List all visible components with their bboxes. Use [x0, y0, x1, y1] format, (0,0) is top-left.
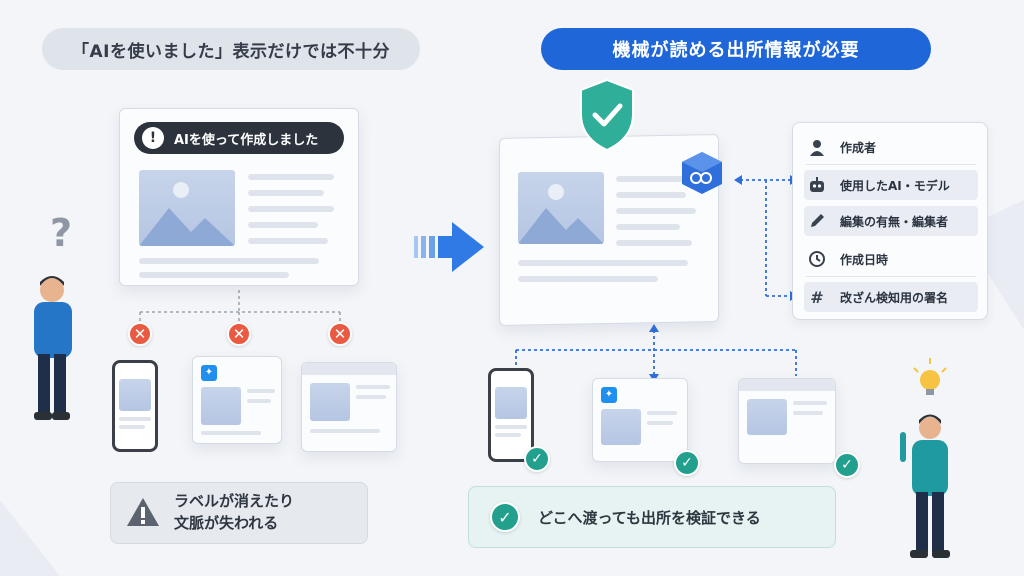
check-icon: ✓ [524, 446, 550, 472]
lightbulb-icon [913, 358, 947, 395]
warning-text: ラベルが消えたり 文脈が失われる [174, 490, 354, 534]
check-icon: ✓ [490, 502, 520, 532]
left-connectors [139, 290, 341, 322]
warning-icon [127, 498, 159, 526]
right-title: 機械が読める出所情報が必要 [541, 28, 931, 70]
person-icon [804, 138, 830, 156]
info-label: 使用したAI・モデル [840, 178, 950, 193]
error-icon: ✕ [328, 322, 352, 346]
result-text: どこへ渡っても出所を検証できる [538, 509, 761, 527]
clock-icon [804, 250, 830, 268]
idea-person [900, 358, 950, 558]
warning-line-2: 文脈が失われる [174, 514, 279, 532]
exclamation-icon: ! [142, 127, 164, 149]
image-placeholder [518, 172, 604, 244]
phone-device [488, 368, 534, 462]
result-box [468, 486, 836, 548]
social-post-card: ✦ [192, 356, 282, 444]
info-row-edit: 編集の有無・編集者 [804, 206, 978, 236]
image-placeholder [139, 170, 235, 246]
info-label: 編集の有無・編集者 [840, 214, 949, 229]
check-icon: ✓ [674, 450, 700, 476]
question-mark-icon: ? [50, 211, 72, 255]
bird-icon: ✦ [601, 387, 617, 403]
social-post-card: ✦ [592, 378, 688, 462]
robot-icon [804, 176, 830, 194]
info-row-datetime: 作成日時 [804, 244, 978, 274]
phone-device [112, 360, 158, 452]
provenance-cube-icon [682, 152, 722, 194]
browser-window [738, 378, 836, 464]
info-row-signature: # 改ざん検知用の署名 [804, 282, 978, 312]
big-arrow [414, 222, 484, 272]
info-label: 作成者 [840, 140, 877, 155]
notice-text: AIを使って作成しました [174, 132, 319, 148]
browser-window [301, 362, 397, 452]
left-title: 「AIを使いました」表示だけでは不十分 [42, 28, 420, 70]
shield-check-icon [580, 78, 634, 152]
ai-notice-label: ! AIを使って作成しました [134, 122, 344, 154]
info-label: 改ざん検知用の署名 [840, 290, 949, 305]
error-icon: ✕ [227, 322, 251, 346]
bird-icon: ✦ [201, 365, 217, 381]
check-icon: ✓ [834, 452, 860, 478]
warning-line-1: ラベルが消えたり [174, 492, 295, 510]
hash-icon: # [810, 287, 824, 307]
info-row-author: 作成者 [804, 132, 978, 162]
info-label: 作成日時 [840, 252, 889, 267]
pencil-icon [804, 212, 830, 230]
warning-box [110, 482, 368, 544]
error-icon: ✕ [128, 322, 152, 346]
info-row-ai-model: 使用したAI・モデル [804, 170, 978, 200]
right-connectors [515, 179, 797, 378]
confused-person: ? [34, 211, 72, 420]
